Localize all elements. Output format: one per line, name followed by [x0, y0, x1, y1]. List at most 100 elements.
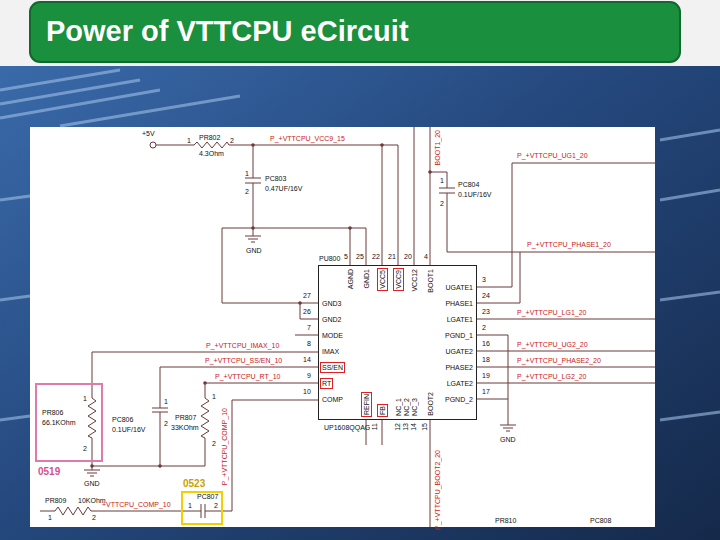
pin-number: 2 — [212, 440, 216, 448]
pin-name: RT — [322, 380, 331, 387]
net-label: P_+VTTCPU_IMAX_10 — [205, 342, 280, 350]
pin-highlight: SS/EN — [320, 362, 345, 373]
part-label: 0.47UF/16V — [265, 185, 302, 193]
pin-number: 2 — [230, 137, 234, 145]
part-label: 10KOhm — [78, 497, 106, 505]
pin-number: 24 — [482, 292, 490, 300]
pin-number: 1 — [245, 170, 249, 178]
pin-highlight: VCC9 — [393, 268, 404, 291]
part-number: UP1608QQAG — [324, 424, 370, 432]
pin-number: 2 — [245, 188, 249, 196]
wire-connector — [223, 400, 318, 511]
pin-highlight: VCC5 — [377, 268, 388, 291]
part-label: 0.1UF/16V — [112, 426, 145, 434]
pin-number: 15 — [421, 423, 428, 431]
pin-number: 1 — [164, 398, 168, 406]
wire — [156, 142, 398, 265]
pin-number: 5 — [344, 253, 348, 261]
net-label: P_+VTTCPU_RT_10 — [215, 373, 280, 381]
schematic-panel — [30, 127, 655, 527]
part-label: GND — [246, 247, 262, 255]
part-label: 33KOhm — [171, 424, 199, 432]
net-label: +VTTCPU_COMP_10 — [102, 501, 171, 509]
pin-name: BOOT2 — [427, 392, 434, 416]
net-label: P_+VTTCPU_PHASE1_20 — [527, 241, 611, 249]
power-terminal — [150, 142, 156, 148]
pin-name: IMAX — [322, 348, 339, 356]
net-label: P_+VTTCPU_LG2_20 — [517, 373, 586, 381]
net-label: BOOT1_20 — [434, 130, 441, 165]
pin-number: 1 — [48, 514, 52, 522]
pin-number: 2 — [83, 445, 87, 453]
pin-number: 16 — [482, 340, 490, 348]
title-bar — [30, 2, 680, 62]
pin-number: 14 — [410, 423, 417, 431]
pin-highlight: RT — [320, 378, 333, 389]
pin-number: 2 — [482, 324, 486, 332]
pin-number: 27 — [303, 292, 311, 300]
pin-number: 8 — [307, 340, 311, 348]
pin-name: UGATE2 — [446, 348, 474, 356]
pin-name: PHASE2 — [445, 364, 473, 372]
wire — [477, 163, 655, 431]
callout-number: 0523 — [183, 478, 205, 489]
net-label: P_+VTTCPU_COMP_10 — [221, 408, 228, 485]
pin-highlight: REFIN — [361, 392, 372, 417]
pin-name: AGND — [347, 269, 354, 289]
pin-number: 25 — [356, 253, 364, 261]
ic-package: PU800GND3GND2MODEIMAXCOMPAGNDGND1VCC12BO… — [318, 265, 477, 420]
pin-name: BOOT1 — [427, 269, 434, 293]
pin-number: 20 — [404, 253, 412, 261]
slide-title: Power of VTTCPU eCircuit — [46, 13, 409, 49]
pin-number: 1 — [187, 137, 191, 145]
part-value: 66.1KOhm — [42, 419, 75, 427]
net-label: P_+VTTCPU_UG1_20 — [517, 152, 588, 160]
wire — [382, 145, 383, 265]
pin-number: 1 — [188, 502, 192, 510]
wire-connector — [92, 352, 318, 383]
pin-name: NC_2 — [403, 398, 410, 416]
pin-number: 12 — [394, 423, 401, 431]
pin-number: 26 — [303, 308, 311, 316]
pin-number: 9 — [307, 372, 311, 380]
pin-name: LGATE1 — [447, 316, 473, 324]
capacitor-symbol — [152, 367, 318, 466]
pin-name: MODE — [322, 332, 343, 340]
part-label: PR809 — [45, 497, 66, 505]
net-label: P_+VTTCPU_UG2_20 — [517, 341, 588, 349]
part-label: PR802 — [199, 134, 220, 142]
pin-number: 2 — [164, 420, 168, 428]
pin-name: PGND_2 — [445, 396, 473, 404]
net-label: P_+VTTCPU_SS/EN_10 — [205, 357, 282, 365]
wire — [222, 228, 366, 335]
pin-number: 17 — [482, 388, 490, 396]
net-label: P_+VTTCPU_LG1_20 — [517, 309, 586, 317]
pin-number: 3 — [482, 276, 486, 284]
pin-name: GND3 — [322, 300, 341, 308]
part-label: PC808 — [590, 517, 611, 525]
pin-number: 0519 — [38, 466, 60, 477]
pin-name: VCC9 — [395, 270, 402, 289]
pin-name: NC_3 — [411, 398, 418, 416]
resistor-symbol — [84, 383, 100, 476]
pin-name: PGND_1 — [445, 332, 473, 340]
pin-number: 2 — [440, 200, 444, 208]
pin-number: 18 — [482, 356, 490, 364]
pin-name: VCC12 — [411, 269, 418, 292]
pin-name: REFIN — [363, 394, 370, 415]
part-label: PC803 — [265, 175, 286, 183]
net-label: P_+VTTCPU_BOOT2_20 — [434, 450, 441, 530]
pin-highlight: FB — [377, 404, 388, 417]
pin-number: 1 — [212, 393, 216, 401]
net-label: P_+VTTCPU_VCC9_15 — [270, 135, 345, 143]
capacitor-symbol — [245, 145, 261, 242]
part-label: +5V — [142, 130, 155, 138]
pin-number: 2 — [92, 514, 96, 522]
callout-box: PR80666.1KOhm12 — [35, 383, 103, 462]
pin-number: 21 — [388, 253, 396, 261]
pin-name: LGATE2 — [447, 380, 473, 388]
